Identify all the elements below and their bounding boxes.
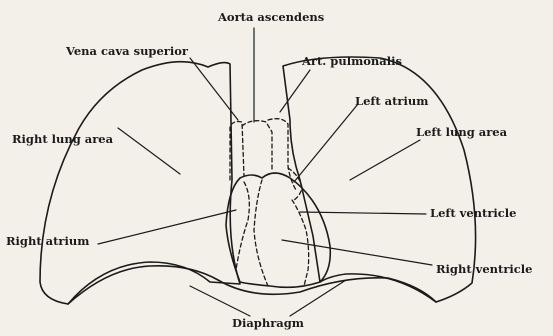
leader-right-ventricle [282, 240, 432, 265]
diaphragm-curve [68, 266, 436, 304]
aorta-outline [242, 121, 272, 170]
left-atrium-outline [288, 168, 302, 200]
label-vena-cava-superior: Vena cava superior [66, 46, 188, 58]
label-left-lung-area: Left lung area [416, 127, 507, 139]
septum-right-atrium [236, 182, 249, 270]
label-right-ventricle: Right ventricle [436, 264, 532, 276]
label-art-pulmonalis: Art. pulmonalis [302, 56, 402, 68]
label-right-lung-area: Right lung area [12, 134, 113, 146]
label-left-atrium: Left atrium [355, 96, 428, 108]
label-aorta-ascendens: Aorta ascendens [218, 12, 324, 24]
leader-right-atrium [98, 210, 236, 244]
leader-right-lung [118, 128, 180, 174]
label-diaphragm: Diaphragm [232, 318, 304, 330]
leader-left-lung [350, 140, 420, 180]
leader-left-atrium [294, 104, 358, 182]
label-right-atrium: Right atrium [6, 236, 89, 248]
label-left-ventricle: Left ventricle [430, 208, 516, 220]
heart-outline [226, 173, 330, 287]
septum-interventricular [254, 180, 268, 286]
